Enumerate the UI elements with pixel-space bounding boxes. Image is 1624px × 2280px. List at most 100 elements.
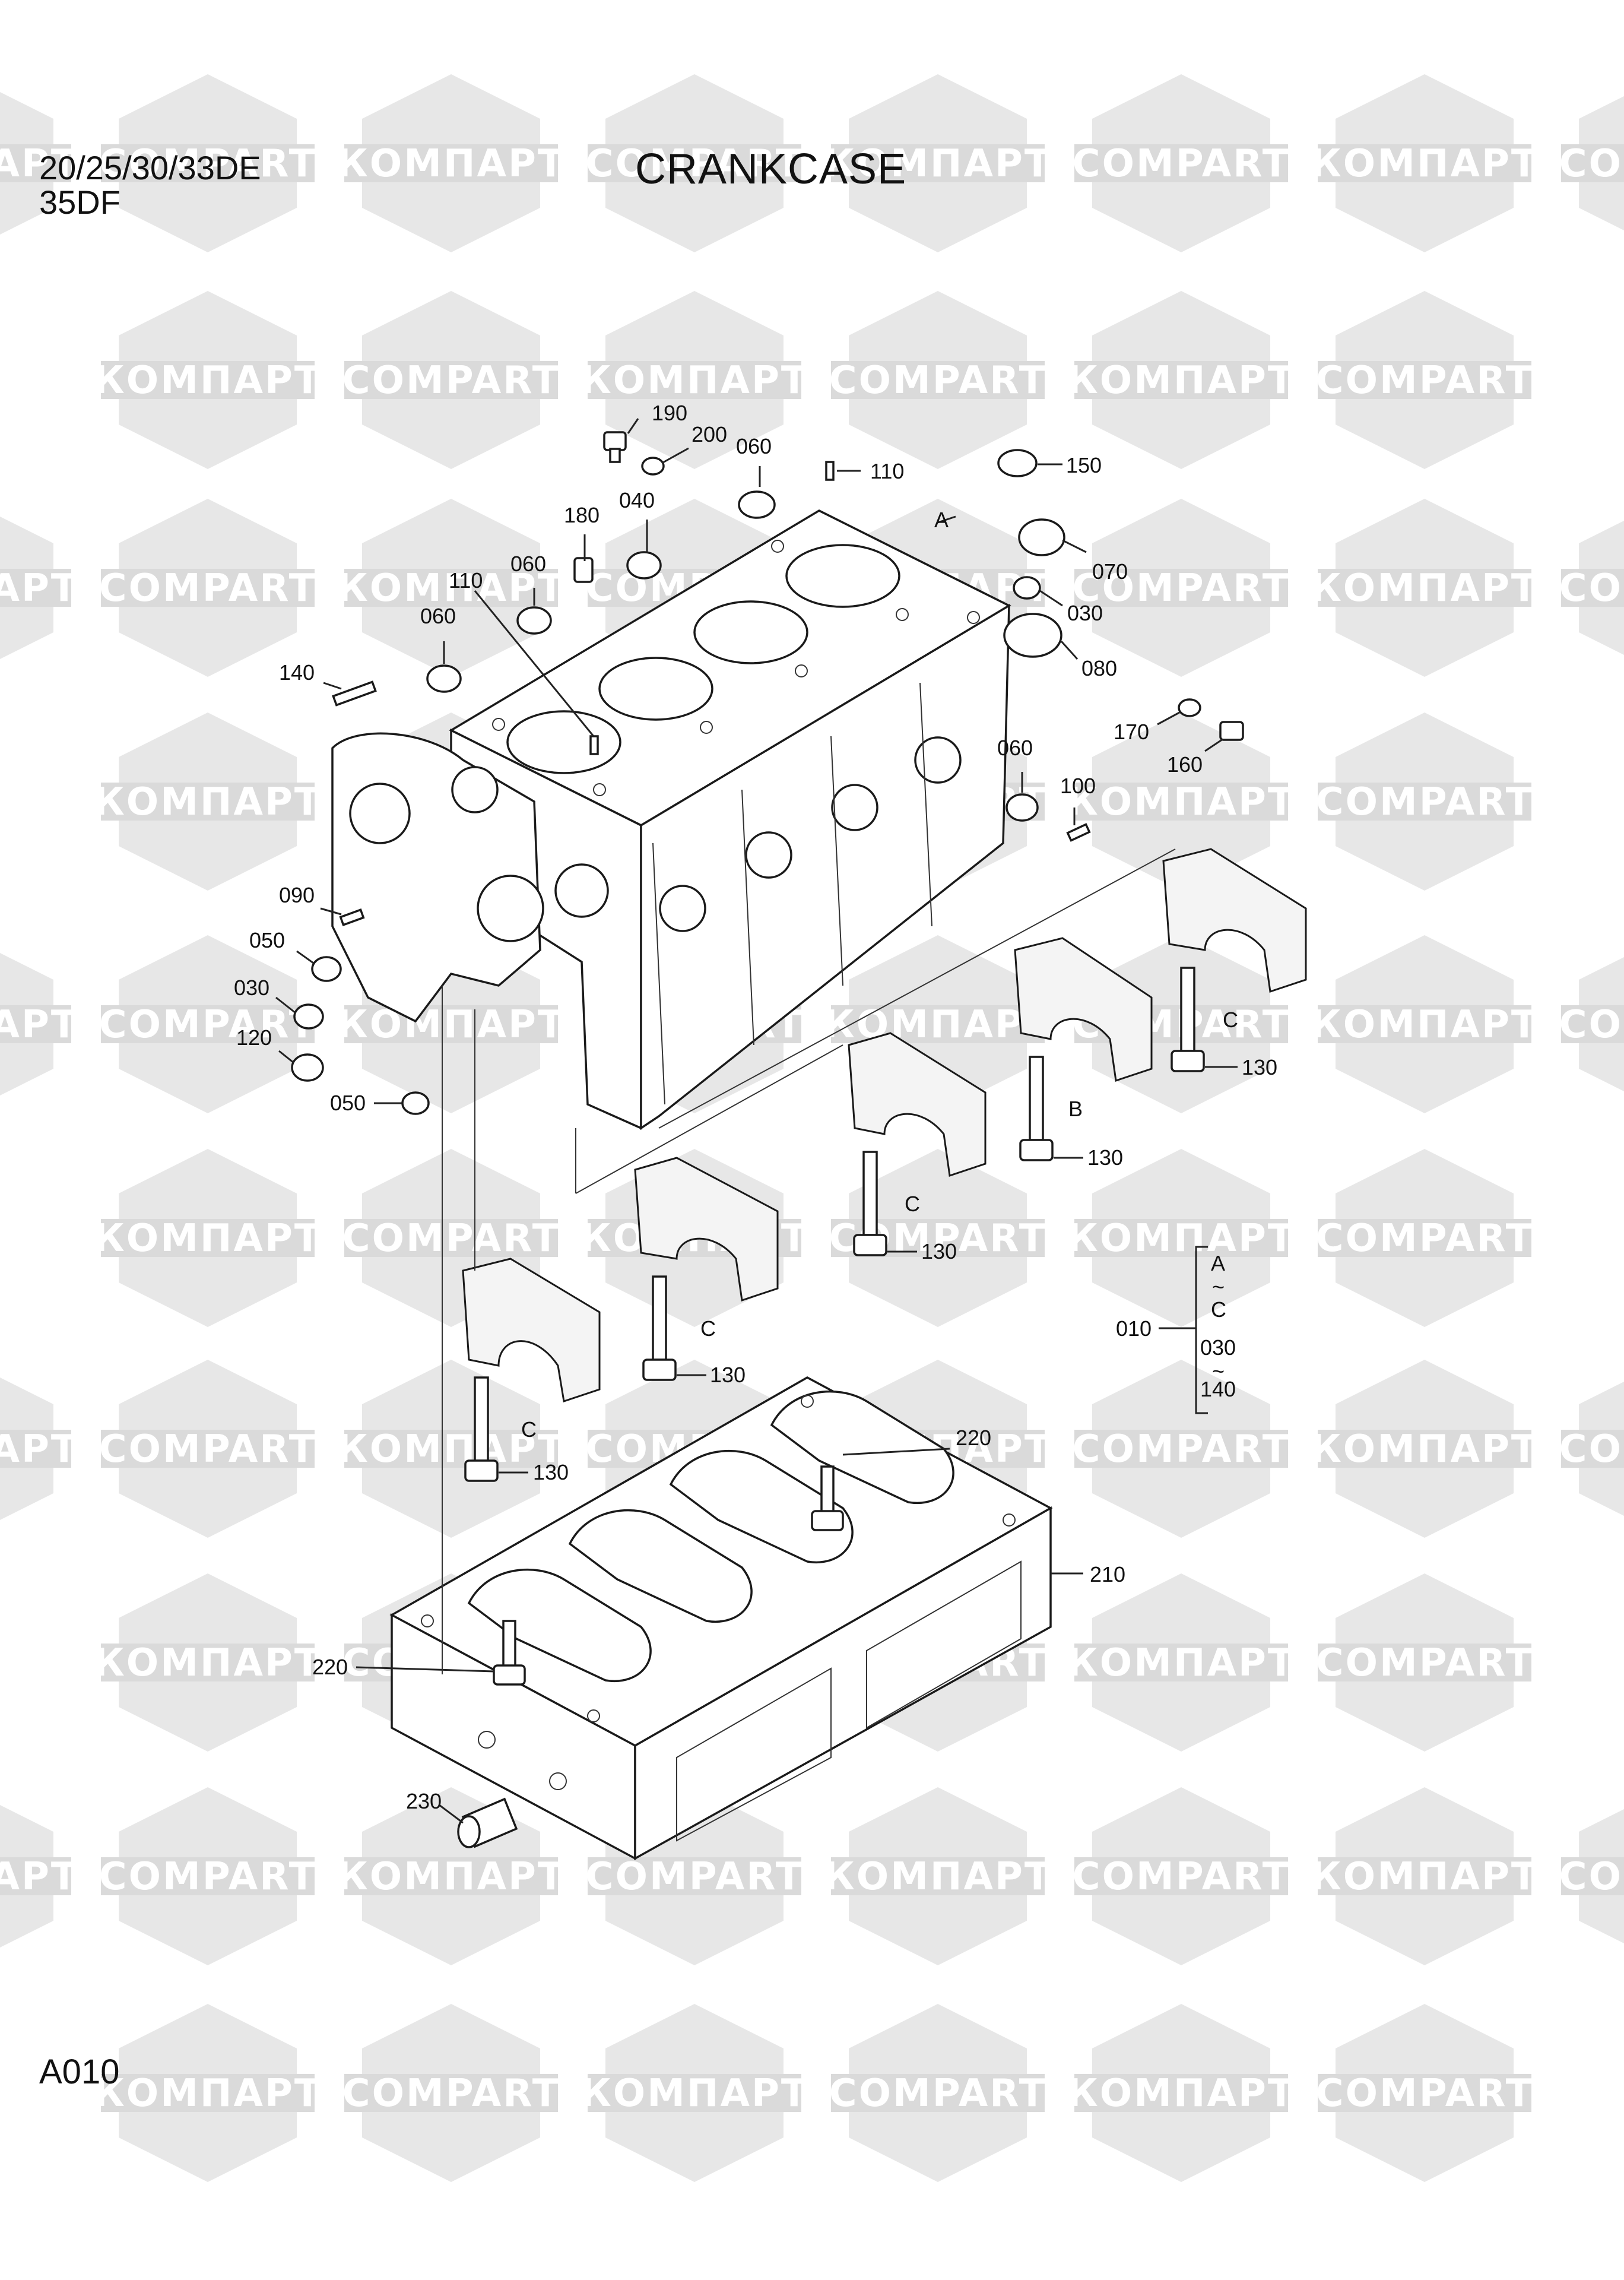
watermark-tile: COMPART [1559, 1360, 1624, 1538]
watermark-tile: КОМПАРТ [1067, 1573, 1295, 1752]
page-code: A010 [39, 2053, 120, 2091]
watermark-text: COMPART [99, 1427, 317, 1471]
callout-130-1: 130 [533, 1460, 569, 1484]
watermark-tile: КОМПАРТ [823, 1787, 1051, 1965]
lower-crankcase-frame [389, 1376, 1053, 1860]
watermark-text: КОМПАРТ [0, 1427, 79, 1471]
page-title: CRANKCASE [635, 145, 907, 193]
watermark-tile: COMPART [1316, 1573, 1534, 1752]
watermark-tile: COMPART [1073, 1787, 1290, 1965]
callout-040: 040 [619, 488, 655, 512]
watermark-text: COMPART [1073, 1855, 1290, 1899]
watermark-layer: КОМПАРТCOMPARTКОМПАРТCOMPARTКОМПАРТCOMPA… [0, 74, 1624, 2182]
model-line-1: 20/25/30/33DE [39, 149, 261, 186]
watermark-text: КОМПАРТ [93, 1217, 322, 1261]
watermark-tile: КОМПАРТ [1067, 712, 1295, 891]
watermark-text: КОМПАРТ [1067, 780, 1295, 824]
watermark-tile: КОМПАРТ [93, 1573, 321, 1752]
watermark-tile: КОМПАРТ [1310, 935, 1537, 1113]
watermark-text: КОМПАРТ [1310, 1855, 1539, 1899]
watermark-text: COMPART [829, 2072, 1047, 2116]
watermark-text: КОМПАРТ [0, 1855, 79, 1899]
watermark-tile: КОМПАРТ [0, 499, 77, 677]
watermark-tile: КОМПАРТ [337, 1360, 564, 1538]
watermark-tile: COMPART [1316, 1149, 1534, 1327]
watermark-text: КОМПАРТ [580, 359, 808, 403]
watermark-text: КОМПАРТ [1310, 142, 1539, 186]
legend-line-6: 140 [1200, 1377, 1236, 1401]
callout-A: A [934, 508, 949, 532]
watermark-tile: КОМПАРТ [1310, 1787, 1539, 1965]
watermark-text: COMPART [1316, 2072, 1534, 2116]
watermark-tile: КОМПАРТ [337, 499, 564, 677]
watermark-tile: КОМПАРТ [0, 1787, 79, 1965]
callout-060-mid: 060 [510, 552, 546, 576]
watermark-text: COMPART [1316, 1217, 1534, 1261]
watermark-text: КОМПАРТ [0, 1003, 79, 1047]
watermark-text: COMPART [99, 1003, 317, 1047]
watermark-text: КОМПАРТ [1067, 1641, 1295, 1685]
watermark-text: КОМПАРТ [93, 780, 322, 824]
watermark-tile: COMPART [99, 1360, 317, 1538]
small-parts [291, 431, 1244, 1115]
callout-110-top: 110 [870, 459, 904, 483]
callout-050-top: 050 [249, 928, 285, 952]
watermark-tile: КОМПАРТ [823, 74, 1052, 252]
watermark-text: КОМПАРТ [1067, 1217, 1295, 1261]
watermark-text: COMPART [586, 1855, 804, 1899]
callout-110-left: 110 [449, 568, 483, 593]
watermark-tile: КОМПАРТ [0, 935, 79, 1113]
watermark-text: COMPART [1559, 566, 1624, 610]
callout-190: 190 [652, 401, 687, 425]
watermark-tile: КОМПАРТ [1310, 499, 1537, 677]
callout-080: 080 [1081, 656, 1117, 680]
watermark-tile: КОМПАРТ [580, 2004, 807, 2182]
watermark-tile: COMPART [99, 1787, 317, 1965]
watermark-tile: КОМПАРТ [337, 74, 564, 252]
callout-030-right: 030 [1067, 601, 1103, 625]
watermark-tile: КОМПАРТ [93, 712, 322, 891]
watermark-text: COMPART [1073, 1427, 1290, 1471]
callout-030-left: 030 [234, 976, 269, 1000]
callout-labels: 190 200 060 110 150 A 040 180 060 110 06… [234, 401, 1277, 1813]
watermark-tile: COMPART [1316, 291, 1534, 469]
watermark-text: COMPART [1316, 1641, 1534, 1685]
callout-220-right: 220 [956, 1426, 991, 1450]
legend-label-010: 010 [1116, 1316, 1152, 1341]
legend-line-3: C [1211, 1297, 1226, 1322]
callout-130-3: 130 [921, 1239, 957, 1264]
watermark-text: COMPART [99, 142, 317, 186]
watermark-tile: КОМПАРТ [93, 291, 322, 469]
watermark-tile: COMPART [1073, 74, 1288, 252]
callout-060-top: 060 [736, 434, 772, 458]
watermark-tile: КОМПАРТ [0, 1360, 79, 1538]
watermark-tile: COMPART [1559, 1787, 1624, 1965]
callout-180: 180 [564, 503, 600, 527]
legend-line-2: ~ [1212, 1275, 1225, 1299]
callout-130-5: 130 [1242, 1055, 1277, 1079]
model-line-2: 35DF [39, 183, 120, 221]
watermark-text: COMPART [1316, 359, 1534, 403]
callout-060-left: 060 [420, 604, 456, 628]
watermark-tile: COMPART [1073, 1360, 1290, 1538]
watermark-text: КОМПАРТ [823, 142, 1052, 186]
watermark-tile: КОМПАРТ [337, 935, 564, 1113]
callout-200: 200 [692, 422, 727, 446]
watermark-tile: КОМПАРТ [337, 1787, 564, 1965]
bearing-caps [462, 848, 1307, 1402]
callout-100: 100 [1060, 774, 1096, 798]
watermark-tile: COMPART [99, 499, 315, 677]
callout-150: 150 [1066, 453, 1102, 477]
callout-210: 210 [1090, 1562, 1125, 1586]
callout-050-bottom: 050 [330, 1091, 366, 1115]
watermark-tile: COMPART [586, 74, 801, 252]
watermark-text: COMPART [99, 1855, 317, 1899]
watermark-tile: COMPART [1316, 2004, 1534, 2182]
callout-160: 160 [1167, 752, 1203, 777]
watermark-tile: COMPART [99, 935, 317, 1113]
watermark-text: COMPART [1559, 1003, 1624, 1047]
callout-130-2: 130 [710, 1363, 746, 1387]
watermark-text: КОМПАРТ [93, 359, 322, 403]
legend-line-5: ~ [1212, 1359, 1225, 1383]
watermark-tile: COMPART [342, 291, 558, 469]
